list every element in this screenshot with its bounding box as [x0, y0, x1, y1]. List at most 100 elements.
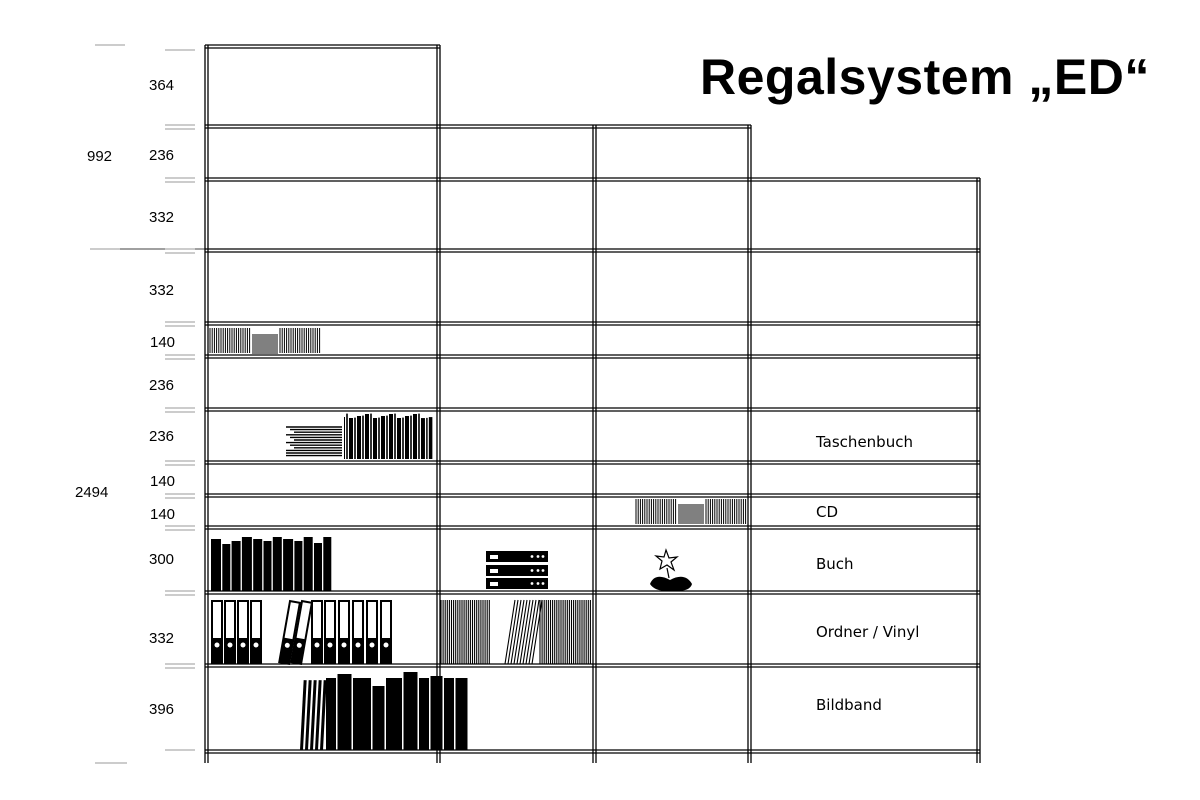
paperback-vertical: [357, 416, 361, 459]
book: [323, 537, 332, 591]
cd-stack-col3-left: [635, 499, 677, 524]
folder-hole: [253, 642, 259, 648]
vinyl-leaning: [516, 599, 528, 665]
paperback-vertical: [404, 416, 409, 459]
hifi-knob: [536, 582, 540, 585]
folder-label: [368, 602, 376, 638]
vinyl-leaning: [513, 599, 525, 665]
books: [211, 537, 332, 591]
folder-hole: [355, 642, 361, 648]
dimension-row-10: 300: [149, 551, 175, 568]
folder-label: [252, 602, 260, 638]
paperback-vertical: [412, 414, 417, 459]
paperback-vertical: [362, 415, 364, 459]
hifi-unit-1: [486, 551, 548, 562]
book: [231, 541, 241, 591]
book: [241, 537, 252, 591]
dimension-row-11: 332: [149, 630, 175, 647]
cd-horizontal-col3: [678, 504, 704, 524]
vinyl-leaning: [510, 599, 522, 665]
paperbacks: [286, 413, 433, 459]
folder-hole: [240, 642, 246, 648]
dimension-row-12: 396: [149, 701, 175, 718]
picture-book: [386, 678, 402, 750]
dimension-row-7: 236: [149, 428, 175, 445]
hifi-display: [490, 569, 498, 573]
paperback-vertical: [420, 418, 425, 459]
paperback-vertical: [354, 417, 356, 459]
picture-book: [353, 678, 371, 750]
picture-book: [337, 674, 352, 750]
dimension-row-6: 236: [149, 377, 175, 394]
cd-stack-col3-right: [705, 499, 747, 524]
paperback-vertical: [428, 417, 433, 459]
shelf-structure: [90, 44, 981, 764]
vinyl-leaning: [522, 599, 534, 665]
paperback-vertical: [426, 417, 428, 459]
vinyl-leaning: [504, 599, 516, 665]
paperback-vertical: [386, 415, 388, 459]
folder-label: [226, 602, 234, 638]
plant-flower: [654, 548, 679, 572]
picture-book: [430, 676, 443, 750]
dimension-row-4: 332: [149, 282, 175, 299]
picture-book: [372, 686, 385, 750]
page-title: Regalsystem „ED“: [700, 49, 1150, 105]
picture-book-leaning: [300, 680, 307, 751]
paperback-vertical: [370, 413, 372, 459]
dimension-row-9: 140: [150, 506, 176, 523]
picture-book: [403, 672, 418, 750]
hifi-stack: [486, 551, 548, 589]
label-ordner-vinyl: Ordner / Vinyl: [816, 623, 920, 641]
book: [253, 539, 263, 591]
picture-book: [310, 680, 317, 751]
hifi-unit-3: [486, 578, 548, 589]
paperback-vertical: [418, 413, 420, 459]
hifi-knob: [530, 569, 534, 572]
folder-leaning-1: [278, 599, 302, 666]
book: [211, 539, 221, 591]
dimension-total-top: 992: [87, 148, 113, 165]
book: [222, 544, 231, 591]
folder-label: [213, 602, 221, 638]
hifi-display: [490, 555, 498, 559]
picture-book-leaning: [315, 680, 322, 751]
folder-hole: [284, 642, 290, 648]
paperback-vertical: [378, 417, 380, 459]
picture-book: [326, 678, 336, 750]
folders: [211, 599, 392, 666]
book: [272, 537, 282, 591]
dimension-total-bottom: 2494: [75, 484, 109, 501]
picture-books: [300, 672, 468, 751]
picture-book: [300, 680, 307, 751]
paperback-vertical: [349, 418, 353, 459]
folder-hole: [296, 642, 302, 648]
folder-label: [313, 602, 321, 638]
picture-book: [305, 680, 312, 751]
paperback-vertical: [394, 413, 396, 459]
vinyl-leaning: [507, 599, 519, 665]
folder-label: [284, 602, 299, 640]
folder-hole: [327, 642, 333, 648]
folder-label: [354, 602, 362, 638]
book: [283, 539, 294, 591]
folder-label: [296, 602, 311, 640]
folder-leaning-2: [290, 599, 314, 666]
folder-hole: [341, 642, 347, 648]
paperback-vertical: [365, 414, 369, 459]
paperback-vertical: [346, 413, 348, 459]
folder-hole: [369, 642, 375, 648]
hifi-knob: [536, 569, 540, 572]
cd-horizontal: [252, 334, 278, 354]
dimension-row-2: 236: [149, 147, 175, 164]
paperback-vertical: [402, 417, 404, 459]
picture-book: [455, 678, 468, 750]
folder-label: [239, 602, 247, 638]
picture-book-leaning: [320, 680, 327, 751]
vinyl-leaning: [519, 599, 531, 665]
book: [263, 541, 272, 591]
paperback-vertical: [344, 417, 345, 459]
picture-book: [315, 680, 322, 751]
paperback-vertical: [410, 415, 412, 459]
